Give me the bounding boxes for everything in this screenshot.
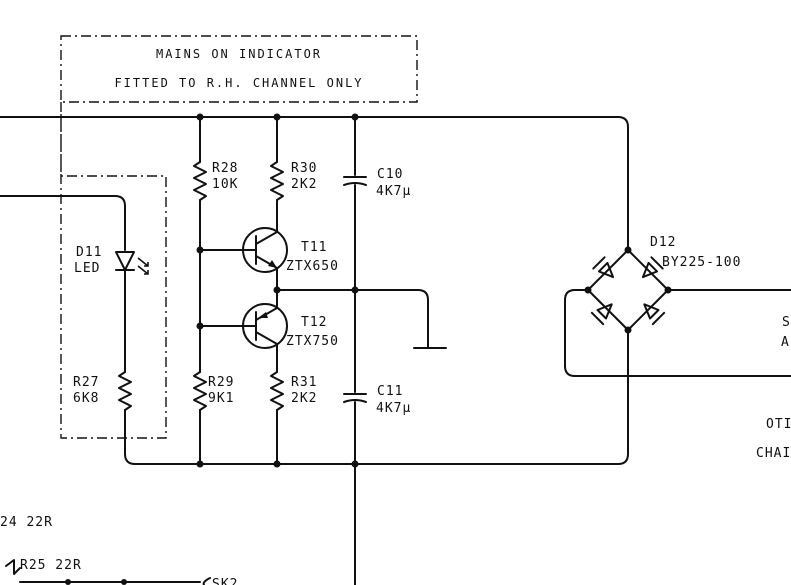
r28-value: 10K xyxy=(212,177,238,192)
bottom-left-dot-2 xyxy=(121,579,127,585)
sk2-label: SK2 xyxy=(212,577,238,585)
r30-value: 2K2 xyxy=(291,177,317,192)
led-feed-wire xyxy=(0,195,126,251)
led-d11-symbol xyxy=(115,251,149,373)
r27-ref: R27 xyxy=(73,375,99,390)
r31-value: 2K2 xyxy=(291,391,317,406)
sk2-arc xyxy=(202,577,211,585)
c10-ref: C10 xyxy=(377,167,403,182)
bottom-left-dot-1 xyxy=(65,579,71,585)
r28-ref: R28 xyxy=(212,161,238,176)
resistor-r31 xyxy=(270,371,284,411)
resistor-r27 xyxy=(118,371,132,411)
bottom-rail-wire xyxy=(124,329,629,465)
transistor-t11 xyxy=(242,227,288,273)
d11-ref: D11 xyxy=(76,245,102,260)
c11-value: 4K7μ xyxy=(376,401,411,416)
c11-ref: C11 xyxy=(377,384,403,399)
t11-value: ZTX650 xyxy=(286,259,339,274)
edge-label-a: A xyxy=(781,335,790,350)
junction-dots xyxy=(196,113,672,468)
led-enclosure-box xyxy=(60,102,167,439)
bridge-rectifier-d12 xyxy=(587,249,669,331)
note-line-2: FITTED TO R.H. CHANNEL ONLY xyxy=(114,76,363,90)
edge-label-cha: CHAI xyxy=(756,446,791,461)
c10-value: 4K7μ xyxy=(376,184,411,199)
t12-ref: T12 xyxy=(301,315,327,330)
r31-ref: R31 xyxy=(291,375,317,390)
r29-value: 9K1 xyxy=(208,391,234,406)
mains-indicator-note-box xyxy=(60,35,418,103)
r27-value: 6K8 xyxy=(73,391,99,406)
t12-value: ZTX750 xyxy=(286,334,339,349)
note-line-1: MAINS ON INDICATOR xyxy=(156,47,322,61)
edge-label-s: S xyxy=(782,315,791,330)
d12-ref: D12 xyxy=(650,235,676,250)
transistor-t12 xyxy=(242,303,288,349)
r30-ref: R30 xyxy=(291,161,317,176)
r25-label: R25 22R xyxy=(20,558,82,573)
r24-label: 24 22R xyxy=(0,515,53,530)
bridge-ac-left-wire xyxy=(564,289,791,377)
t11-ref: T11 xyxy=(301,240,327,255)
resistor-r25-fragment xyxy=(5,559,21,575)
top-rail-wire xyxy=(0,116,629,251)
resistor-r30 xyxy=(270,161,284,201)
capacitor-c10 xyxy=(343,176,367,186)
ground-wire xyxy=(276,289,429,349)
d12-value: BY225-100 xyxy=(662,255,741,270)
resistor-r29 xyxy=(193,371,207,411)
d11-value: LED xyxy=(74,261,100,276)
resistor-r28 xyxy=(193,161,207,201)
capacitor-c11 xyxy=(343,393,367,403)
edge-label-oti: OTI xyxy=(766,417,791,432)
r29-ref: R29 xyxy=(208,375,234,390)
